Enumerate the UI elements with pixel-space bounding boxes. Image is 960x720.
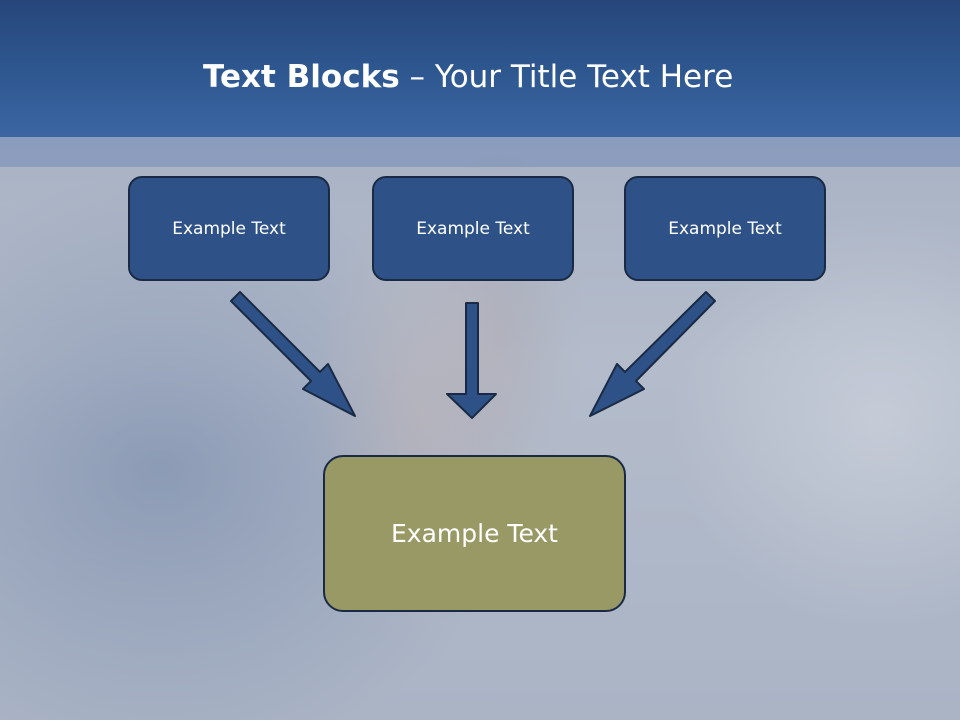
slide-title: Text Blocks – Your Title Text Here (203, 55, 733, 99)
text-block-bottom[interactable]: Example Text (323, 455, 626, 612)
title-dash: – (399, 59, 435, 95)
arrow-left-diagonal (230, 291, 356, 417)
title-bar-strip (0, 137, 960, 167)
text-block-bottom-label: Example Text (391, 519, 558, 548)
text-block-center-label: Example Text (416, 218, 530, 239)
text-block-left[interactable]: Example Text (128, 176, 330, 281)
arrow-right-diagonal (589, 291, 716, 417)
title-bold-part: Text Blocks (203, 59, 400, 95)
text-block-center[interactable]: Example Text (372, 176, 574, 281)
text-block-left-label: Example Text (172, 218, 286, 239)
text-block-right[interactable]: Example Text (624, 176, 826, 281)
title-bar (0, 0, 960, 137)
title-rest: Your Title Text Here (434, 59, 734, 95)
arrow-center-down (446, 302, 497, 419)
text-block-right-label: Example Text (668, 218, 782, 239)
